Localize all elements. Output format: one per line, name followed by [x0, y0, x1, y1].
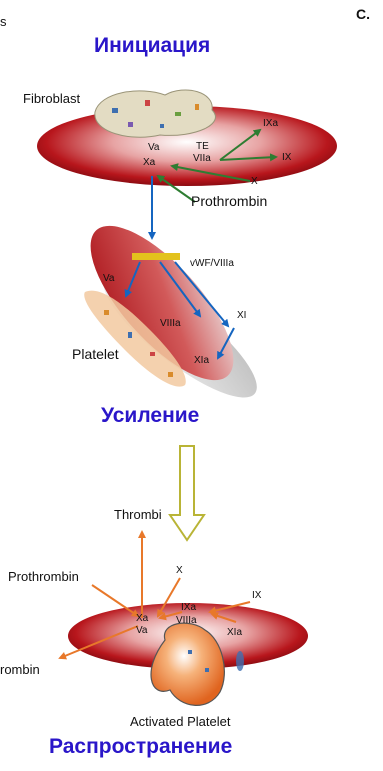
activated-platelet-label: Activated Platelet: [130, 714, 230, 729]
phase-title-propagation: Распространение: [49, 735, 232, 759]
label-va-prop: Va: [136, 625, 148, 636]
label-xi: XI: [237, 310, 246, 321]
label-va: Va: [148, 142, 160, 153]
label-ix: IX: [282, 152, 291, 163]
hollow-down-arrow: [170, 446, 204, 540]
label-xa: Xa: [143, 157, 155, 168]
corner-label-right: C.: [356, 6, 370, 22]
label-x: X: [251, 176, 258, 187]
label-va-amp: Va: [103, 273, 115, 284]
label-ixa: IXa: [263, 118, 278, 129]
label-xia-prop: XIa: [227, 627, 242, 638]
label-thrombi: Thrombi: [114, 507, 162, 522]
label-ix-prop: IX: [252, 590, 261, 601]
fibroblast-cell: [95, 90, 216, 137]
phase-title-amplification: Усиление: [101, 404, 199, 428]
label-vwf-viiia: vWF/VIIIa: [190, 258, 234, 269]
platelet-label: Platelet: [72, 346, 119, 362]
label-prothrombin-prop: Prothrombin: [8, 569, 79, 584]
label-viiia: VIIIa: [160, 318, 181, 329]
label-viiia-prop: VIIIa: [176, 615, 197, 626]
label-viia: VIIa: [193, 153, 211, 164]
label-te: TE: [196, 141, 209, 152]
fibroblast-label: Fibroblast: [23, 91, 80, 106]
label-xa-prop: Xa: [136, 613, 148, 624]
label-thrombin-cut: rombin: [0, 662, 40, 677]
corner-label-left: s: [0, 14, 7, 29]
label-xia-amp: XIa: [194, 355, 209, 366]
phase-title-initiation: Инициация: [94, 34, 210, 58]
label-x-prop: X: [176, 565, 183, 576]
label-ixa-prop: IXa: [181, 602, 196, 613]
vwf-bar: [132, 253, 180, 260]
label-prothrombin: Prothrombin: [191, 193, 267, 209]
